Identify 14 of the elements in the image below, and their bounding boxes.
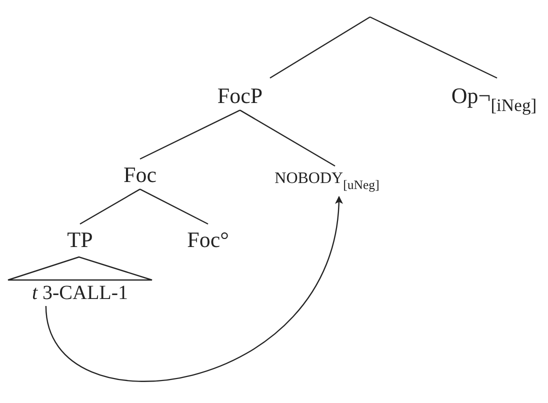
tree-branch: [140, 110, 240, 160]
tree-branch: [240, 110, 336, 167]
tree-branch: [140, 188, 208, 225]
node-label: NOBODY$_{[uNeg]}$: [274, 170, 380, 192]
movement-arrow: [45, 196, 342, 382]
tree-branch: [370, 16, 498, 79]
node-label: FocP: [217, 84, 263, 108]
node-label: Op¬$_{[iNeg]}$: [451, 84, 537, 116]
tree-branch: [80, 188, 140, 225]
node-label: Foc: [124, 163, 156, 188]
node-label: TP: [67, 228, 93, 252]
tree-branch: [270, 16, 370, 79]
node-label: t 3-CALL-1: [32, 282, 128, 304]
node-label: Foc°: [187, 228, 229, 252]
